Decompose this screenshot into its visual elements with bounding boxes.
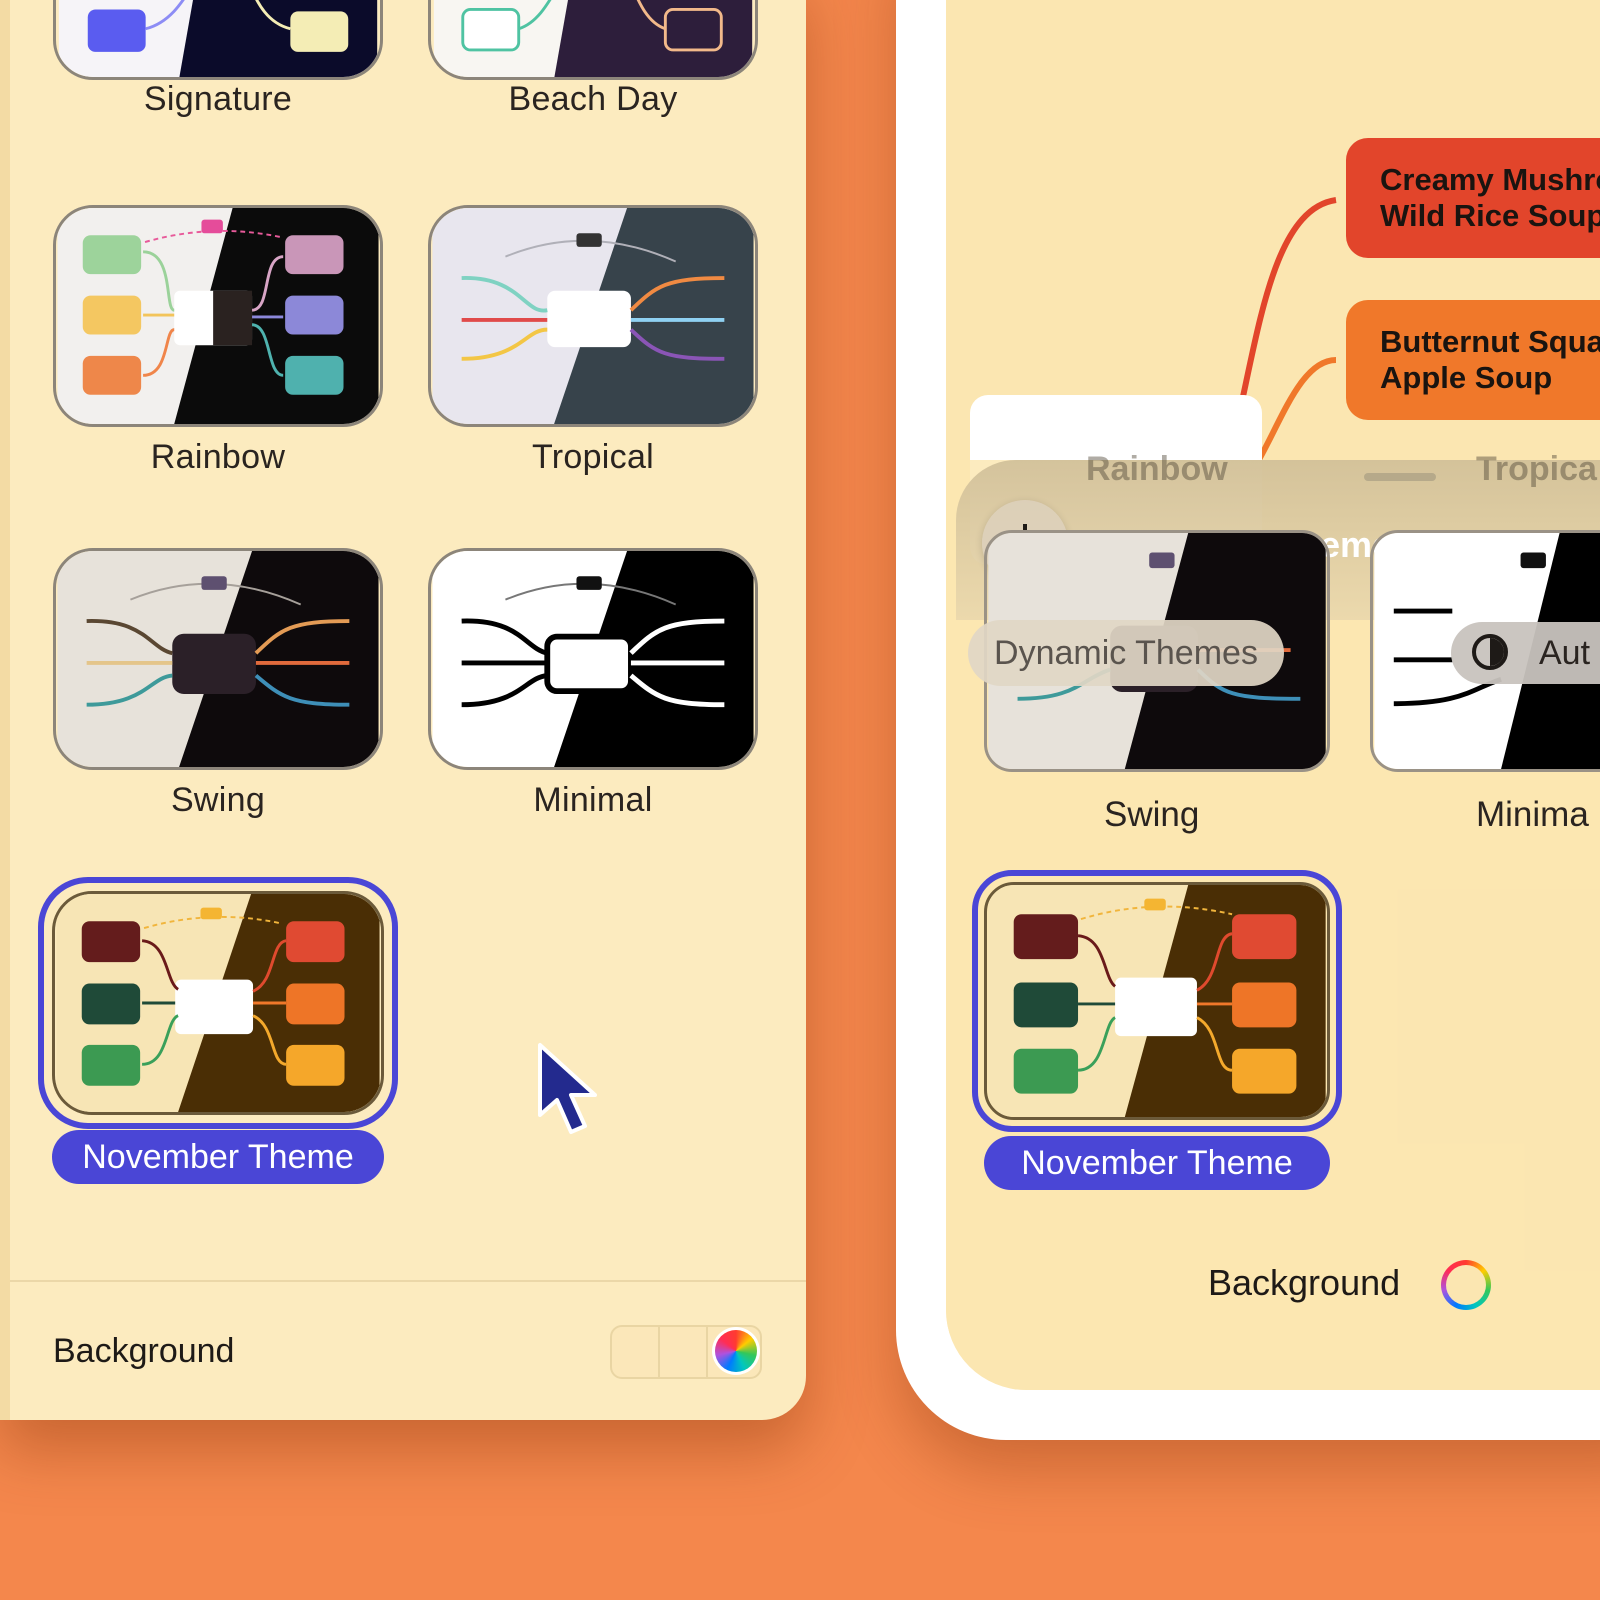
node-line: Apple Soup: [1380, 360, 1553, 395]
swatch-divider: [706, 1327, 708, 1377]
ipad-theme-thumbnail-november[interactable]: [984, 882, 1330, 1120]
color-wheel-icon[interactable]: [1441, 1260, 1491, 1310]
half-circle-contrast-icon: [1472, 634, 1508, 670]
node-line: Butternut Squa: [1380, 324, 1600, 359]
selected-theme-label: November Theme: [52, 1130, 384, 1184]
mouse-pointer-icon: [538, 1043, 597, 1134]
theme-tile-rainbow[interactable]: Rainbow: [53, 205, 383, 495]
selected-theme-label: November Theme: [984, 1136, 1330, 1190]
swing-preview: [57, 551, 379, 767]
theme-tile-signature[interactable]: Signature: [53, 0, 383, 130]
theme-thumbnail-beach-day: [428, 0, 758, 80]
theme-label: Swing: [170, 781, 266, 819]
theme-thumbnail-swing: [53, 548, 383, 770]
november-preview: [56, 894, 380, 1112]
dynamic-themes-pill[interactable]: Dynamic Themes: [968, 620, 1284, 686]
theme-tile-beach-day[interactable]: Beach Day: [428, 0, 758, 130]
node-line: Wild Rice Soup: [1380, 198, 1600, 233]
selection-ring: [38, 877, 398, 1129]
sheet-grabber[interactable]: [1364, 473, 1436, 481]
theme-tile-swing[interactable]: Swing: [53, 548, 383, 838]
theme-label: Signature: [143, 80, 293, 118]
panel-divider: [10, 1280, 806, 1282]
theme-tile-tropical[interactable]: Tropical: [428, 205, 758, 495]
ipad-theme-label: Swing: [1104, 795, 1200, 834]
color-wheel-icon[interactable]: [715, 1330, 757, 1372]
swatch-divider: [658, 1327, 660, 1377]
november-preview: [988, 885, 1326, 1117]
rainbow-preview: [57, 208, 379, 424]
mind-map-node[interactable]: Creamy Mushro Wild Rice Soup: [1346, 138, 1600, 258]
ghost-label: Tropica: [1476, 450, 1597, 488]
background-label: Background: [1208, 1262, 1401, 1303]
theme-thumbnail-signature: [53, 0, 383, 80]
theme-thumbnail-rainbow: [53, 205, 383, 427]
ghost-label: Rainbow: [1086, 450, 1228, 488]
theme-label: Beach Day: [508, 80, 678, 118]
theme-tile-november[interactable]: November Theme: [38, 877, 398, 1207]
mind-map-node[interactable]: Butternut Squa Apple Soup: [1346, 300, 1600, 420]
signature-preview: [58, 0, 378, 77]
beach-day-preview: [433, 0, 753, 77]
ipad-screen: Creamy Mushro Wild Rice Soup Butternut S…: [946, 0, 1600, 1390]
ipad-theme-label: Minima: [1476, 795, 1589, 834]
background-label: Background: [53, 1332, 235, 1370]
theme-tile-minimal[interactable]: Minimal: [428, 548, 758, 838]
theme-thumbnail-minimal: [428, 548, 758, 770]
minimal-preview: [432, 551, 754, 767]
themes-panel: Signature Beach Day: [0, 0, 806, 1420]
theme-thumbnail-november: [52, 891, 384, 1115]
theme-label: Rainbow: [150, 438, 286, 476]
node-line: Creamy Mushro: [1380, 162, 1600, 197]
ipad-device: Creamy Mushro Wild Rice Soup Butternut S…: [896, 0, 1600, 1440]
theme-label: Tropical: [531, 438, 655, 476]
theme-thumbnail-tropical: [428, 205, 758, 427]
panel-edge: [0, 0, 10, 1420]
theme-label: Minimal: [533, 781, 653, 819]
tropical-preview: [432, 208, 754, 424]
selection-ring: [972, 870, 1342, 1132]
